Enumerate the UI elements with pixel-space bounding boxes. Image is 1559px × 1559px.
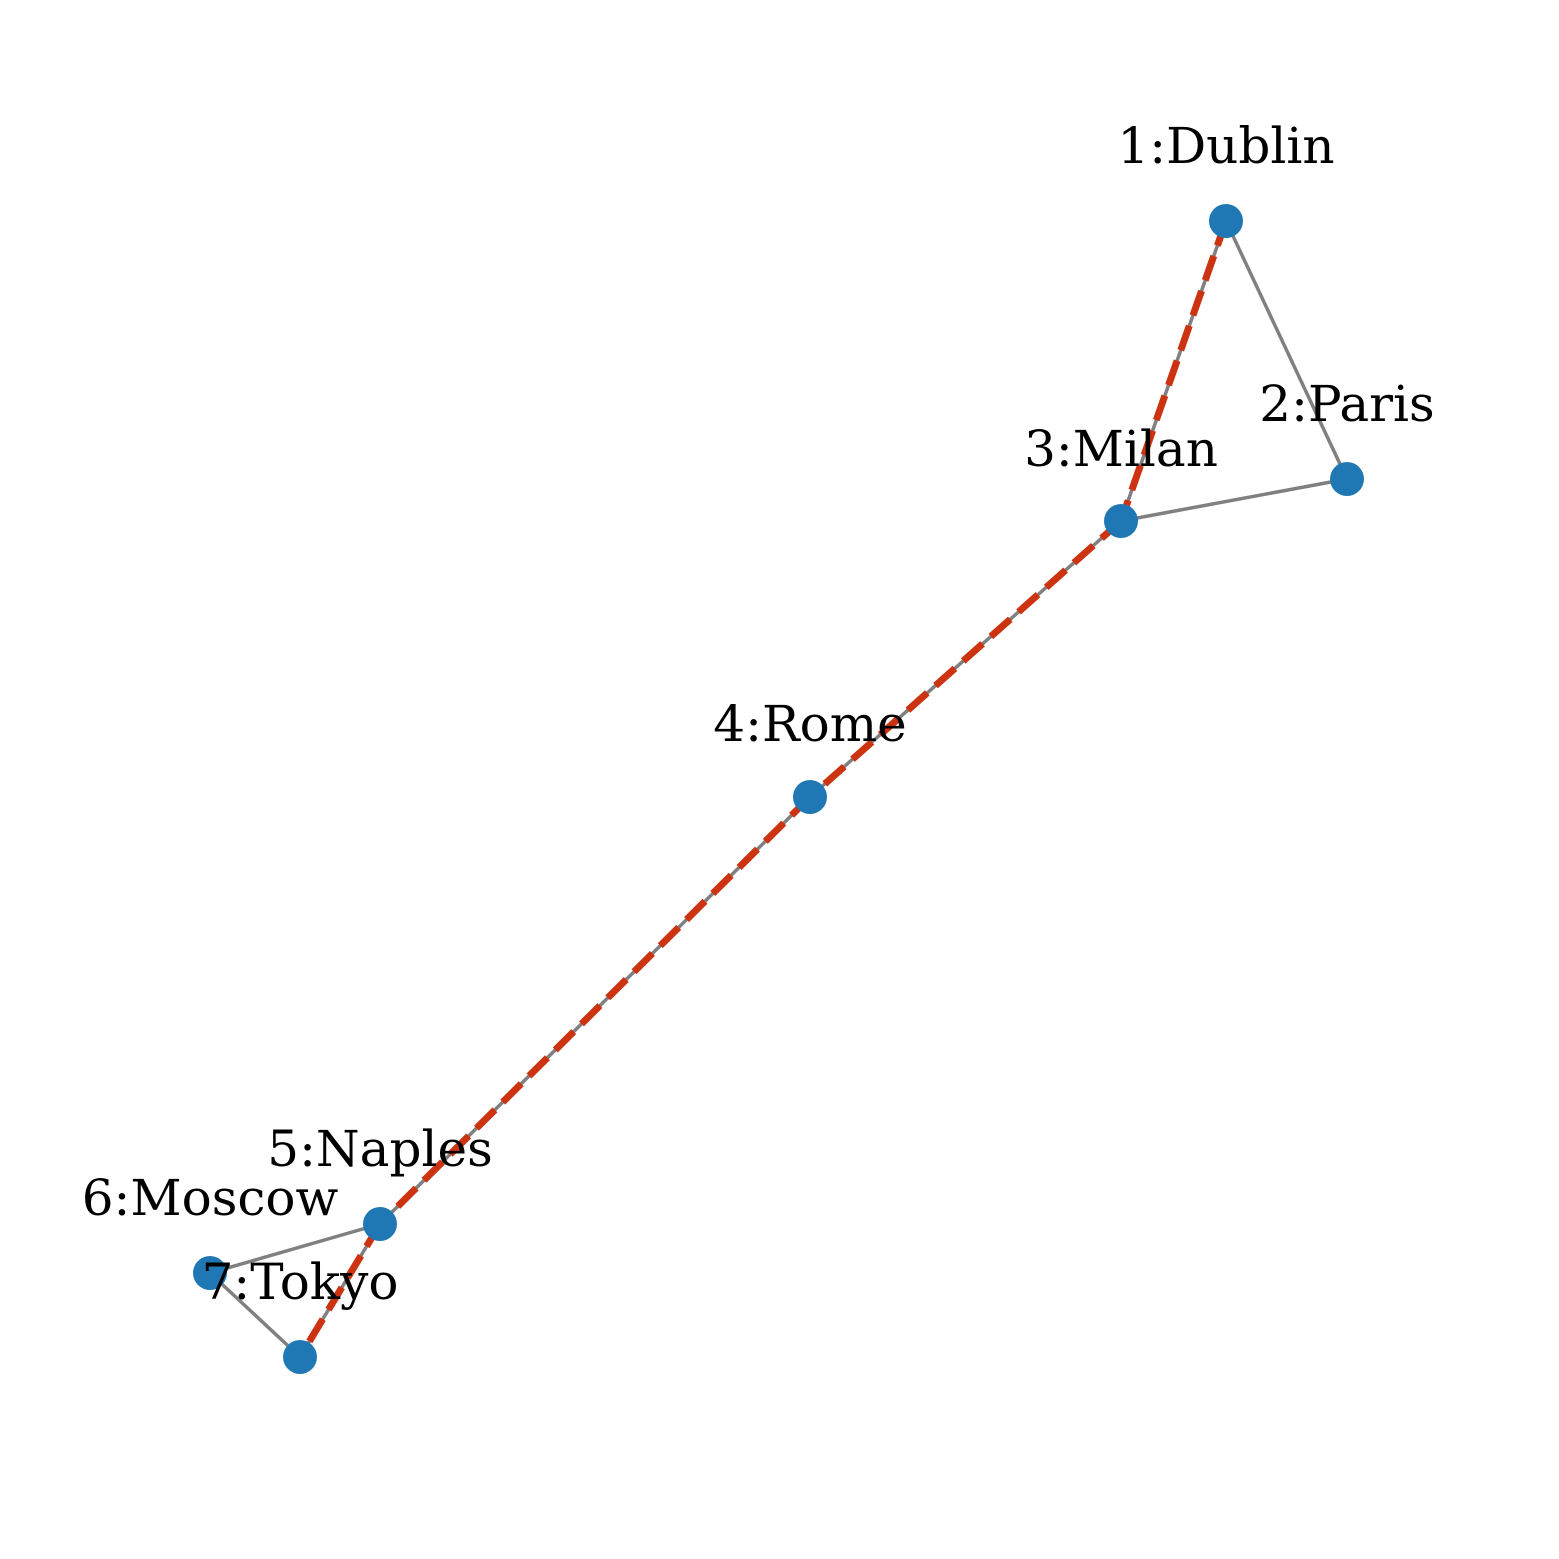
node-7 <box>283 1340 317 1374</box>
path-segment-3-4 <box>807 518 1124 800</box>
node-4 <box>793 780 827 814</box>
node-label-1: 1:Dublin <box>1117 117 1334 175</box>
path-segment-4-5 <box>377 794 813 1227</box>
node-6 <box>193 1256 227 1290</box>
node-3 <box>1104 504 1138 538</box>
edge-5-6 <box>208 1222 382 1275</box>
node-label-6: 6:Moscow <box>82 1169 339 1227</box>
node-label-5: 5:Naples <box>267 1120 492 1178</box>
node-label-3: 3:Milan <box>1024 420 1218 478</box>
edges-layer <box>208 219 1349 1359</box>
path-segment-5-7 <box>297 1222 383 1359</box>
path-segment-1-3 <box>1117 219 1230 523</box>
labels-layer: 1:Dublin 2:Paris 3:Milan 4:Rome 5:Naples6:Mo… <box>82 117 1435 1311</box>
edge-6-7 <box>208 1271 302 1359</box>
node-2 <box>1330 462 1364 496</box>
node-label-7: 7:Tokyo <box>202 1253 399 1311</box>
node-label-2: 2:Paris <box>1259 375 1434 433</box>
node-1 <box>1209 204 1243 238</box>
node-label-4: 4:Rome <box>713 695 906 753</box>
edge-1-2 <box>1224 219 1349 481</box>
nodes-layer <box>193 204 1364 1374</box>
edge-2-3 <box>1119 477 1349 523</box>
node-5 <box>363 1207 397 1241</box>
highlighted-path-layer <box>297 219 1230 1359</box>
